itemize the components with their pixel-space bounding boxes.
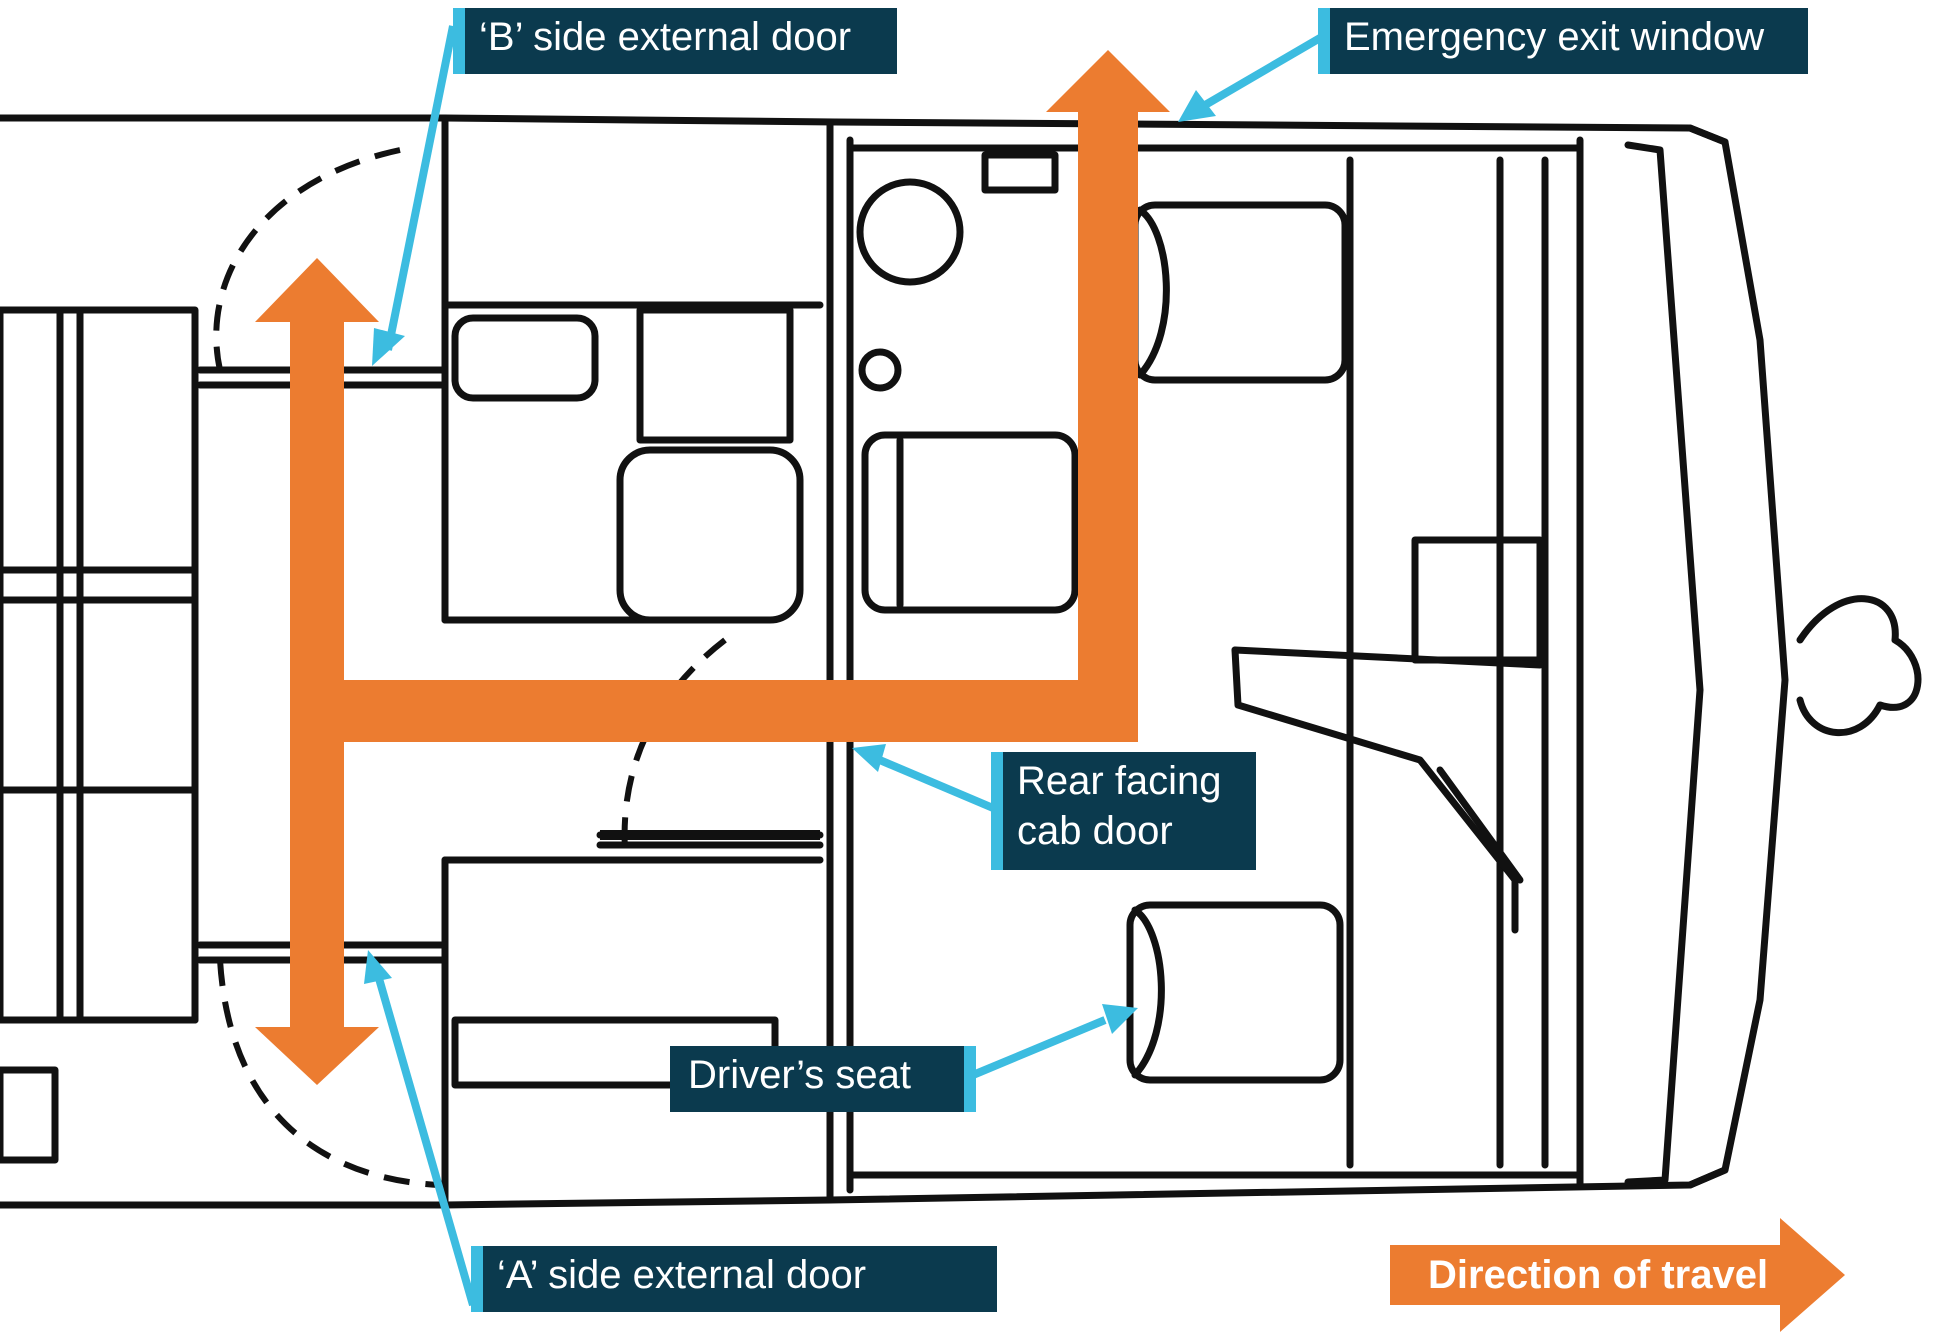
callout-b-side-door: ‘B’ side external door xyxy=(453,8,897,74)
callout-a-side-door: ‘A’ side external door xyxy=(471,1246,997,1312)
callout-emergency-exit-text: Emergency exit window xyxy=(1344,15,1765,59)
callout-rear-facing-cab-door: Rear facing cab door xyxy=(991,752,1256,870)
callout-emergency-exit-window: Emergency exit window xyxy=(1318,8,1808,74)
callout-a-side-door-text: ‘A’ side external door xyxy=(497,1253,867,1297)
callout-rear-cab-door-line1: Rear facing xyxy=(1017,759,1222,803)
callout-rear-cab-door-line2: cab door xyxy=(1017,809,1173,853)
direction-of-travel-label: Direction of travel xyxy=(1428,1253,1769,1297)
direction-of-travel-arrow xyxy=(1390,1218,1845,1332)
callout-b-side-door-text: ‘B’ side external door xyxy=(479,15,852,59)
callout-drivers-seat: Driver’s seat xyxy=(670,1046,976,1112)
callout-drivers-seat-text: Driver’s seat xyxy=(688,1053,912,1097)
